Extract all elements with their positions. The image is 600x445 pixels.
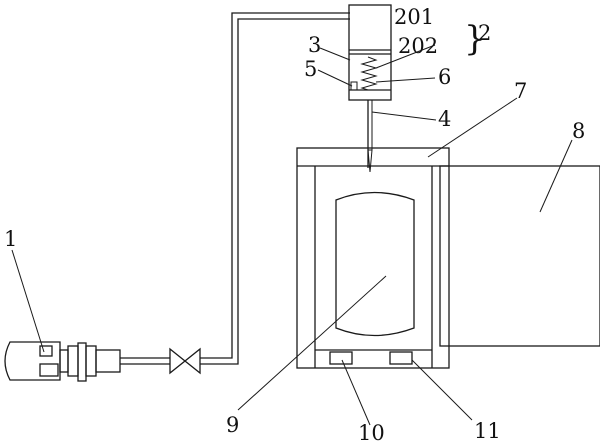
label-7: 7 — [514, 79, 527, 103]
support-11 — [389, 351, 413, 365]
support-10 — [329, 351, 353, 365]
label-202: 202 — [398, 34, 438, 58]
label-5: 5 — [304, 57, 317, 81]
label-8: 8 — [572, 119, 585, 143]
label-1: 1 — [4, 227, 17, 251]
label-4: 4 — [438, 107, 451, 131]
brace-2: } — [464, 19, 486, 59]
label-3: 3 — [308, 33, 321, 57]
workpiece-9 — [335, 191, 415, 337]
pipe-valve — [169, 347, 201, 375]
label-201: 201 — [394, 5, 434, 29]
spring-6 — [360, 56, 378, 91]
label-10: 10 — [358, 421, 385, 445]
leader-lines — [11, 44, 573, 426]
pipe — [120, 12, 350, 365]
pump-1 — [4, 341, 121, 382]
label-6: 6 — [438, 65, 451, 89]
housing-8 — [439, 165, 600, 347]
valve-assembly-2 — [348, 4, 392, 173]
chamber-7 — [296, 147, 450, 369]
label-2: 2 — [478, 21, 491, 45]
label-9: 9 — [226, 413, 239, 437]
callout-labels: 1 201 202 } 2 3 5 6 4 7 8 9 10 11 — [4, 5, 585, 445]
label-11: 11 — [474, 419, 501, 443]
